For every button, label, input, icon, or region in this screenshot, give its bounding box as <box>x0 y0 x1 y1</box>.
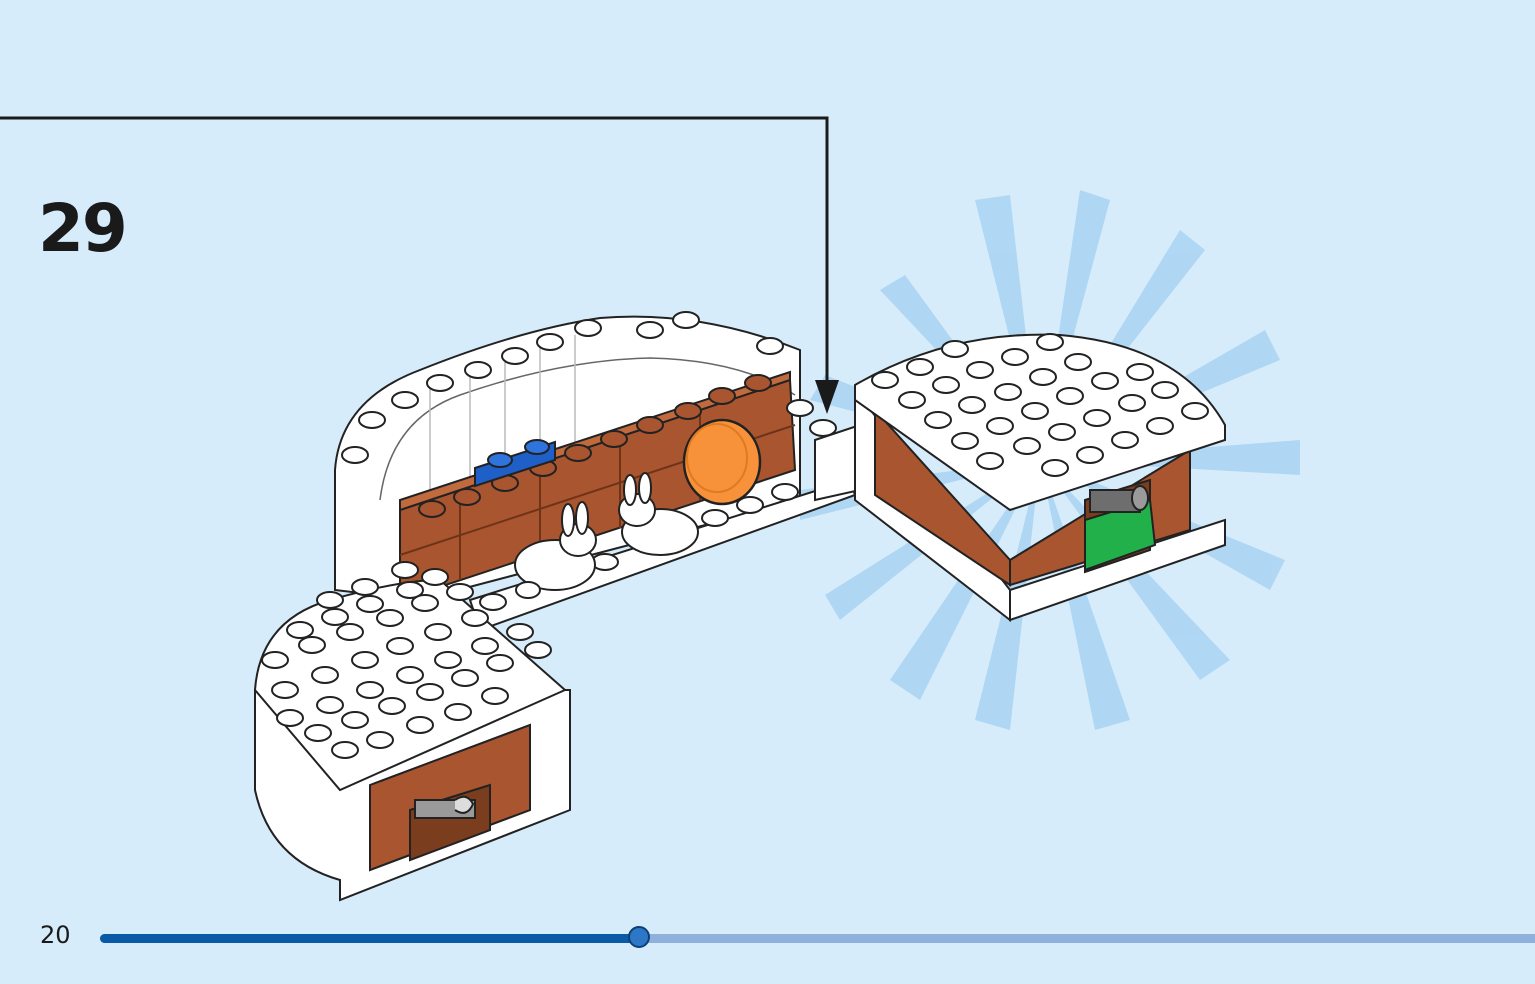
progress-knob <box>628 926 650 948</box>
curved-wall-studs <box>341 311 784 464</box>
bunny-figure-right <box>618 472 699 556</box>
progress-bar <box>100 926 1535 948</box>
right-module <box>854 333 1226 623</box>
blue-tile <box>474 439 556 488</box>
page-number: 20 <box>40 921 71 949</box>
bunny-figure-left <box>514 501 597 599</box>
brown-wall-studs <box>418 374 772 518</box>
arrow-down-icon <box>815 380 839 414</box>
left-module-studs <box>261 561 552 759</box>
callout-frame <box>0 116 839 414</box>
floor-studs <box>479 399 837 611</box>
progress-fill <box>100 934 639 943</box>
step-number: 29 <box>38 190 128 267</box>
right-module-studs <box>871 333 1209 477</box>
orange-round-tile <box>682 418 762 506</box>
